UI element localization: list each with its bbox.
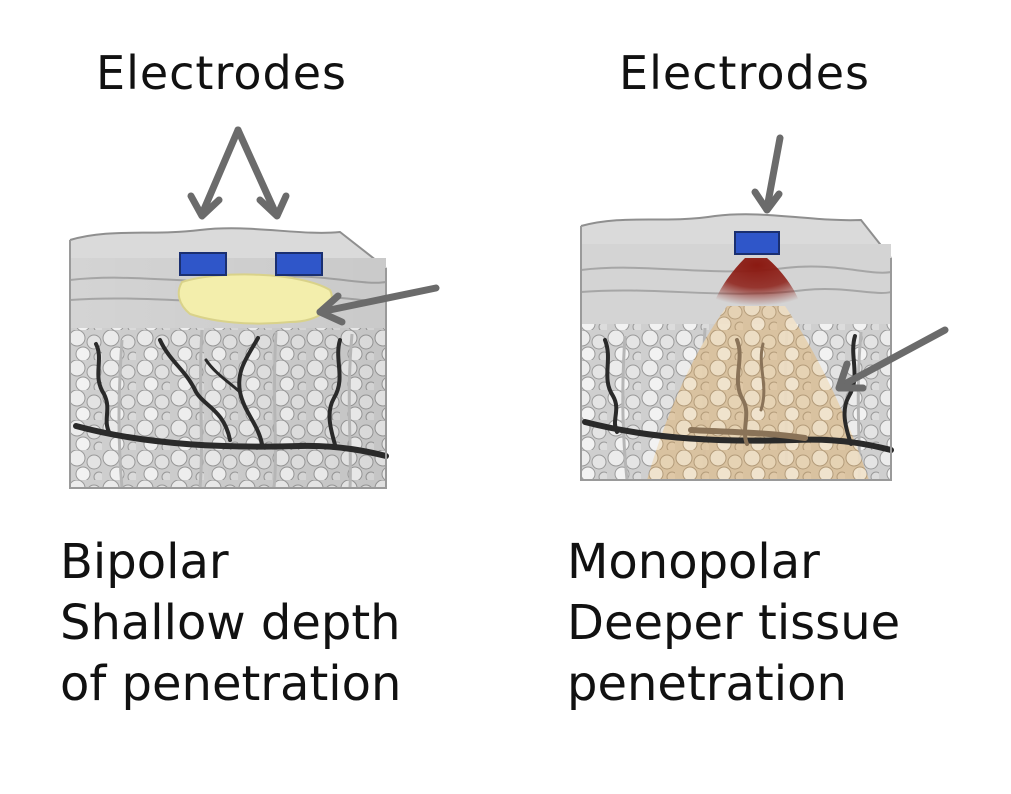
monopolar-heat-core	[713, 258, 801, 306]
monopolar-caption-line-2: Deeper tissue	[567, 595, 901, 651]
monopolar-electrode-arrow	[751, 134, 784, 214]
bipolar-blood-vessels	[73, 336, 389, 459]
bipolar-skin-diagram	[69, 126, 440, 489]
monopolar-panel: Electrodes	[505, 0, 1010, 794]
monopolar-caption-line-3: penetration	[567, 656, 847, 712]
monopolar-electrode	[734, 231, 780, 255]
bipolar-heat-arrow	[316, 284, 440, 326]
monopolar-skin-diagram	[580, 134, 949, 481]
bipolar-caption-line-1: Bipolar	[60, 534, 229, 590]
monopolar-electrodes-title: Electrodes	[619, 46, 870, 100]
monopolar-blood-vessels	[582, 334, 894, 453]
bipolar-electrodes-title: Electrodes	[96, 46, 347, 100]
bipolar-caption-line-2: Shallow depth	[60, 595, 401, 651]
monopolar-heat-arrow	[835, 326, 949, 392]
monopolar-caption-line-1: Monopolar	[567, 534, 820, 590]
bipolar-caption: Bipolar Shallow depth of penetration	[60, 532, 401, 715]
bipolar-panel: Electrodes	[0, 0, 505, 794]
bipolar-electrode-arrows	[187, 126, 290, 220]
monopolar-caption: Monopolar Deeper tissue penetration	[567, 532, 900, 715]
bipolar-tissue-block	[69, 227, 389, 489]
bipolar-electrode-right	[275, 252, 323, 276]
bipolar-caption-line-3: of penetration	[60, 656, 402, 712]
bipolar-electrode-left	[179, 252, 227, 276]
bipolar-heat-zone	[177, 273, 333, 325]
